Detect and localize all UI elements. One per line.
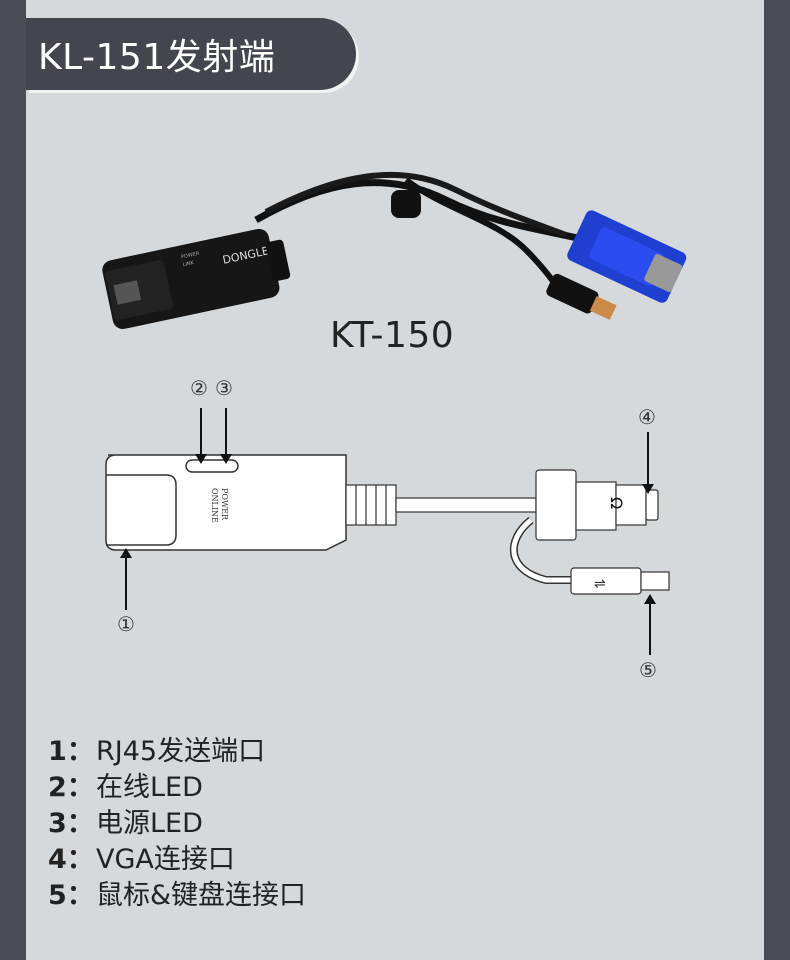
legend-number: 4： <box>48 843 94 875</box>
legend-number: 2： <box>48 771 94 803</box>
dongle-led-label-power: POWER <box>181 251 201 261</box>
legend-item: 1： RJ45发送端口 <box>48 730 306 767</box>
legend-item: 2： 在线LED <box>48 766 306 803</box>
page-title: KL-151发射端 <box>38 37 276 78</box>
svg-text:⇌: ⇌ <box>594 576 606 592</box>
legend-number: 1： <box>48 735 94 767</box>
legend-text: 电源LED <box>96 807 203 839</box>
product-photo: DONGLE POWER LINK <box>102 171 687 330</box>
legend-text: 在线LED <box>96 771 203 803</box>
model-label: KT-150 <box>330 315 455 356</box>
svg-text:Ω: Ω <box>607 497 626 509</box>
legend: 1： RJ45发送端口 2： 在线LED 3： 电源LED 4： VGA连接口 … <box>48 730 307 911</box>
legend-number: 3： <box>48 807 94 839</box>
legend-item: 5： 鼠标&键盘连接口 <box>48 874 307 911</box>
legend-text: VGA连接口 <box>96 843 235 875</box>
connection-diagram: ONLINE POWER Ω ⇌ <box>105 408 670 655</box>
legend-text: RJ45发送端口 <box>96 735 266 767</box>
legend-text: 鼠标&键盘连接口 <box>96 879 307 911</box>
legend-number: 5： <box>48 879 94 911</box>
callout-1: ① <box>117 612 135 636</box>
title-banner: KL-151发射端 <box>26 18 356 90</box>
diagram-led-label-power: POWER <box>220 488 229 521</box>
legend-item: 4： VGA连接口 <box>48 838 306 875</box>
callout-5: ⑤ <box>639 658 657 682</box>
dongle-led-label-link: LINK <box>182 260 195 268</box>
callout-3: ③ <box>215 376 233 400</box>
callout-2: ② <box>190 376 208 400</box>
callout-4: ④ <box>638 405 656 429</box>
legend-item: 3： 电源LED <box>48 802 306 839</box>
diagram-led-label-online: ONLINE <box>210 488 219 523</box>
